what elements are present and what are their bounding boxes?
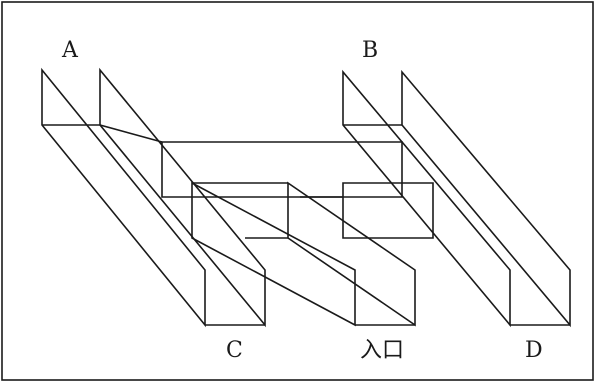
top-bridge-front [161, 141, 403, 198]
middle-corridor-left [191, 181, 356, 327]
label-entrance: 入口 [360, 338, 405, 363]
top-bridge-back [99, 124, 163, 143]
label-a: A [62, 38, 78, 63]
corridor-b-outer-wall [401, 69, 571, 328]
label-c: C [226, 338, 243, 363]
middle-corridor-right [287, 181, 416, 327]
label-b: B [362, 38, 379, 63]
right-middle-box [342, 182, 434, 239]
corridor-b-inner-wall [342, 69, 511, 328]
label-d: D [525, 338, 543, 363]
